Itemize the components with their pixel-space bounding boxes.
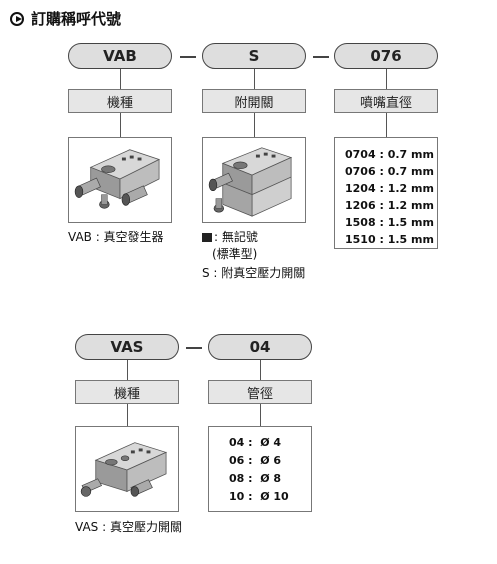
label-switch: 附開關 xyxy=(202,89,306,113)
connector-line xyxy=(260,360,261,380)
connector-line xyxy=(260,404,261,426)
code-pill-nozzle: 076 xyxy=(334,43,438,69)
caption-switch-s: S : 附真空壓力開關 xyxy=(202,266,306,280)
list-item: 1508 : 1.5 mm xyxy=(345,216,434,229)
black-square-icon xyxy=(202,233,212,242)
connector-line xyxy=(120,69,121,89)
connector-line xyxy=(120,113,121,137)
page-title: 訂購稱呼代號 xyxy=(10,8,121,29)
connector-line xyxy=(386,113,387,137)
page-title-text: 訂購稱呼代號 xyxy=(31,10,122,28)
list-item: 1204 : 1.2 mm xyxy=(345,182,434,195)
connector-line xyxy=(254,113,255,137)
tube-options-list: 04 : Ø 4 06 : Ø 6 08 : Ø 8 10 : Ø 10 xyxy=(208,426,312,512)
label-tube: 管徑 xyxy=(208,380,312,404)
code-pill-model: VAS xyxy=(75,334,179,360)
connector-line xyxy=(386,69,387,89)
product-image-vas xyxy=(75,426,179,512)
nozzle-options-list: 0704 : 0.7 mm 0706 : 0.7 mm 1204 : 1.2 m… xyxy=(334,137,438,249)
code-pill-model: VAB xyxy=(68,43,172,69)
list-item: 0706 : 0.7 mm xyxy=(345,165,434,178)
label-model: 機種 xyxy=(75,380,179,404)
caption-model: VAS : 真空壓力開關 xyxy=(75,520,182,534)
caption-switch-none: : 無記號 xyxy=(202,228,258,245)
connector-line xyxy=(254,69,255,89)
connector-line xyxy=(127,360,128,380)
label-model: 機種 xyxy=(68,89,172,113)
product-image-vab xyxy=(68,137,172,223)
vacuum-switch-icon xyxy=(208,147,293,217)
label-nozzle: 噴嘴直徑 xyxy=(334,89,438,113)
code-pill-switch: S xyxy=(202,43,306,69)
product-image-switch xyxy=(202,137,306,223)
vacuum-generator-icon xyxy=(74,149,161,209)
play-circle-icon xyxy=(10,11,24,26)
list-item: 1510 : 1.5 mm xyxy=(345,233,434,246)
list-item: 1206 : 1.2 mm xyxy=(345,199,434,212)
connector-line xyxy=(127,404,128,426)
list-item: 10 : Ø 10 xyxy=(229,490,289,503)
list-item: 04 : Ø 4 xyxy=(229,436,282,449)
separator-dash xyxy=(180,56,196,58)
list-item: 0704 : 0.7 mm xyxy=(345,148,434,161)
separator-dash xyxy=(313,56,329,58)
code-pill-tube: 04 xyxy=(208,334,312,360)
caption-model: VAB : 真空發生器 xyxy=(68,230,164,244)
vacuum-switch-icon xyxy=(80,442,168,497)
caption-switch-none-text: : 無記號 xyxy=(214,230,258,244)
list-item: 06 : Ø 6 xyxy=(229,454,282,467)
separator-dash xyxy=(186,347,202,349)
list-item: 08 : Ø 8 xyxy=(229,472,282,485)
caption-switch-standard: (標準型) xyxy=(212,247,258,261)
